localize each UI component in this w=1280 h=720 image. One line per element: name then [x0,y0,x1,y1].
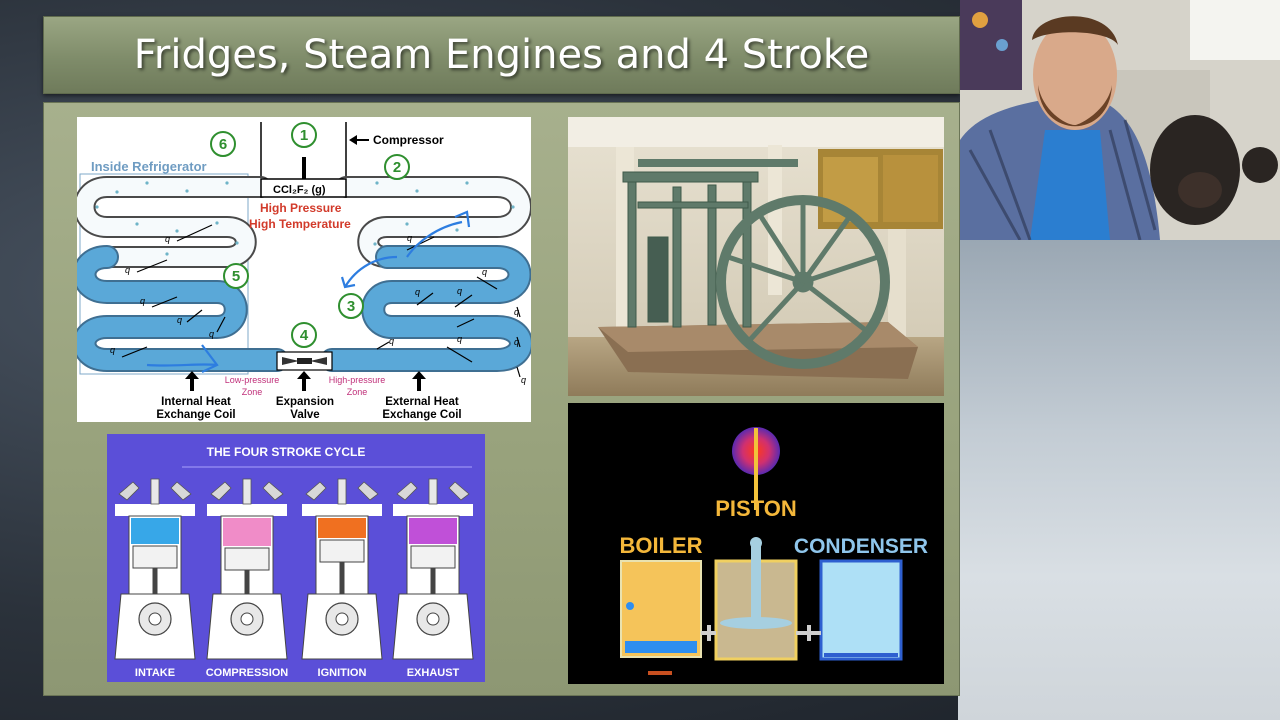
internal-coil-sublabel: Exchange Coil [156,409,235,421]
low-pressure-zone-sublabel: Zone [242,387,263,397]
external-coil-sublabel: Exchange Coil [382,409,461,421]
slide-title-bar: Fridges, Steam Engines and 4 Stroke [43,16,960,94]
high-pressure-label: High Pressure [260,201,342,215]
svg-text:q: q [514,307,519,317]
low-pressure-zone-label: Low-pressure [225,375,280,385]
refrigerator-diagram: Inside Refrigerator Compressor [77,117,531,422]
stroke-label-ignition: IGNITION [318,667,367,679]
stroke-label-compression: COMPRESSION [206,667,289,679]
boiler-label: BOILER [619,533,702,558]
step-4-number: 4 [300,327,309,344]
stroke-label-exhaust: EXHAUST [407,667,460,679]
svg-text:q: q [482,267,487,277]
step-2-number: 2 [393,159,401,176]
svg-text:q: q [140,296,145,306]
svg-text:q: q [514,337,519,347]
background-panel [958,240,1280,720]
steam-engine-photo [568,117,944,396]
slide-title: Fridges, Steam Engines and 4 Stroke [44,17,959,93]
svg-text:q: q [521,375,526,385]
inside-refrigerator-label: Inside Refrigerator [91,159,207,174]
svg-text:q: q [457,286,462,296]
svg-text:q: q [209,329,214,339]
piston-label: PISTON [715,496,797,521]
svg-text:q: q [177,315,182,325]
step-1-number: 1 [300,127,308,144]
svg-text:q: q [110,345,115,355]
compressor-label: Compressor [373,133,444,147]
svg-text:q: q [415,287,420,297]
condenser-tank [821,561,901,659]
step-5-number: 5 [232,268,240,285]
svg-text:q: q [407,233,412,243]
svg-text:q: q [125,265,130,275]
step-3-number: 3 [347,298,355,315]
webcam-video-feed [960,0,1280,240]
svg-text:q: q [165,234,170,244]
internal-coil-label: Internal Heat [161,396,231,408]
four-stroke-cycle-diagram: THE FOUR STROKE CYCLE INTAKE COMPRESSION… [107,434,485,682]
four-stroke-title: THE FOUR STROKE CYCLE [207,445,366,459]
inside-refrigerator-outline [80,174,248,374]
external-coil-label: External Heat [385,396,459,408]
stroke-label-intake: INTAKE [135,667,175,679]
expansion-valve-label: Expansion [276,396,334,408]
svg-text:q: q [389,336,394,346]
condenser-label: CONDENSER [794,535,928,558]
svg-text:q: q [457,334,462,344]
step-6-number: 6 [219,136,227,153]
expansion-valve-sublabel: Valve [290,409,319,421]
steam-piston-animation: PISTON BOILER CONDENSER [568,403,944,684]
high-pressure-zone-sublabel: Zone [347,387,368,397]
compound-label: CCl₂F₂ (g) [273,184,326,196]
high-temperature-label: High Temperature [249,217,351,231]
high-pressure-zone-label: High-pressure [329,375,386,385]
